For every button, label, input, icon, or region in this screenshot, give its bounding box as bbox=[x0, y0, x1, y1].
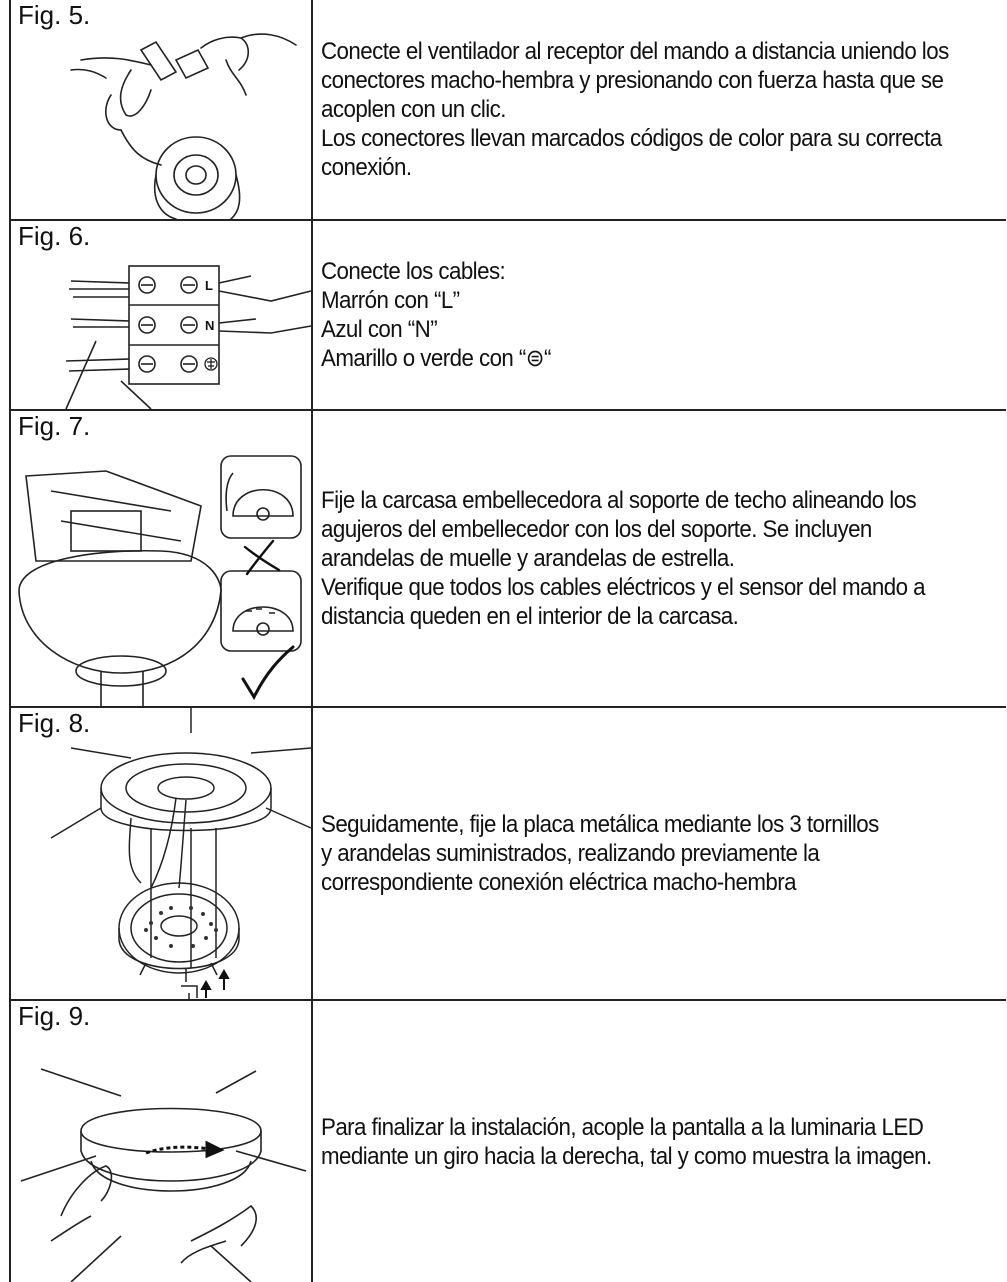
terminal-block-illustration: L N bbox=[65, 265, 312, 410]
instruction-line: Conecte el ventilador al receptor del ma… bbox=[321, 38, 949, 65]
terminal-mark-l: L bbox=[205, 278, 213, 293]
instruction-line: mediante un giro hacia la derecha, tal y… bbox=[321, 1142, 932, 1170]
instruction-text: Conecte el ventilador al receptor del ma… bbox=[321, 37, 949, 182]
instruction-line: distancia queden en el interior de la ca… bbox=[321, 603, 739, 630]
instruction-row-fig5: Fig. 5. bbox=[11, 0, 1006, 221]
figure-cell: Fig. 7. bbox=[11, 411, 313, 706]
instruction-text-cell: Seguidamente, fije la placa metálica med… bbox=[313, 708, 1006, 999]
instruction-row-fig8: Fig. 8. bbox=[11, 708, 1006, 1001]
instruction-line: Verifique que todos los cables eléctrico… bbox=[321, 574, 926, 601]
earth-icon bbox=[204, 357, 218, 371]
figure-label: Fig. 8. bbox=[18, 708, 91, 738]
instruction-line: y arandelas suministrados, realizando pr… bbox=[321, 840, 820, 867]
up-arrow-icon bbox=[200, 968, 230, 998]
instruction-text: Seguidamente, fije la placa metálica med… bbox=[321, 810, 879, 897]
instruction-text-cell: Conecte los cables: Marrón con “L” Azul … bbox=[313, 221, 1006, 409]
figure-label: Fig. 6. bbox=[18, 221, 91, 251]
figure-cell: Fig. 6. bbox=[11, 221, 313, 410]
instruction-text-cell: Fije la carcasa embellecedora al soporte… bbox=[313, 411, 1006, 706]
instruction-line: arandelas de muelle y arandelas de estre… bbox=[321, 545, 735, 572]
rotation-arrow-icon bbox=[145, 1140, 225, 1159]
instruction-line: acoplen con un clic. bbox=[321, 96, 506, 123]
figure-label: Fig. 7. bbox=[18, 411, 91, 441]
figure-label: Fig. 9. bbox=[18, 1001, 91, 1031]
metal-plate-illustration bbox=[50, 708, 312, 999]
instruction-line: conexión. bbox=[321, 154, 412, 181]
instruction-line: Marrón con “L” bbox=[321, 287, 460, 314]
instruction-line: Seguidamente, fije la placa metálica med… bbox=[321, 811, 879, 838]
instruction-text: Conecte los cables: Marrón con “L” Azul … bbox=[321, 257, 551, 373]
instruction-row-fig6: Fig. 6. bbox=[11, 221, 1006, 411]
instruction-line: Los conectores llevan marcados códigos d… bbox=[321, 125, 942, 152]
cross-mark-icon bbox=[243, 539, 281, 576]
instruction-text-cell: Conecte el ventilador al receptor del ma… bbox=[313, 0, 1006, 219]
instruction-line: Conecte los cables: bbox=[321, 258, 506, 285]
instruction-text: Fije la carcasa embellecedora al soporte… bbox=[321, 486, 926, 631]
instruction-line: Azul con “N” bbox=[321, 316, 438, 343]
instruction-line: agujeros del embellecedor con los del so… bbox=[321, 516, 872, 543]
instruction-row-fig7: Fig. 7. bbox=[11, 411, 1006, 708]
instruction-table: Fig. 5. bbox=[9, 0, 1006, 1282]
instruction-line: conectores macho-hembra y presionando co… bbox=[321, 67, 944, 94]
instruction-line: Fije la carcasa embellecedora al soporte… bbox=[321, 487, 917, 514]
figure-cell: Fig. 9. bbox=[11, 1001, 313, 1282]
terminal-mark-n: N bbox=[205, 318, 214, 333]
check-mark-icon bbox=[241, 645, 295, 701]
instruction-line: Amarillo o verde con “⊜“ bbox=[321, 345, 551, 372]
instruction-row-fig9: Fig. 9. bbox=[11, 1001, 1006, 1282]
lamp-shade-illustration bbox=[20, 1068, 307, 1282]
canopy-illustration bbox=[18, 455, 302, 706]
instruction-line: Para finalizar la instalación, acople la… bbox=[321, 1113, 924, 1141]
figure-cell: Fig. 8. bbox=[11, 708, 313, 999]
connector-illustration bbox=[70, 33, 297, 220]
figure-label: Fig. 5. bbox=[18, 0, 91, 30]
instruction-text: Para finalizar la instalación, acople la… bbox=[321, 1113, 932, 1171]
figure-cell: Fig. 5. bbox=[11, 0, 313, 220]
instruction-line: correspondiente conexión eléctrica macho… bbox=[321, 869, 797, 896]
instruction-text-cell: Para finalizar la instalación, acople la… bbox=[313, 1001, 1006, 1282]
